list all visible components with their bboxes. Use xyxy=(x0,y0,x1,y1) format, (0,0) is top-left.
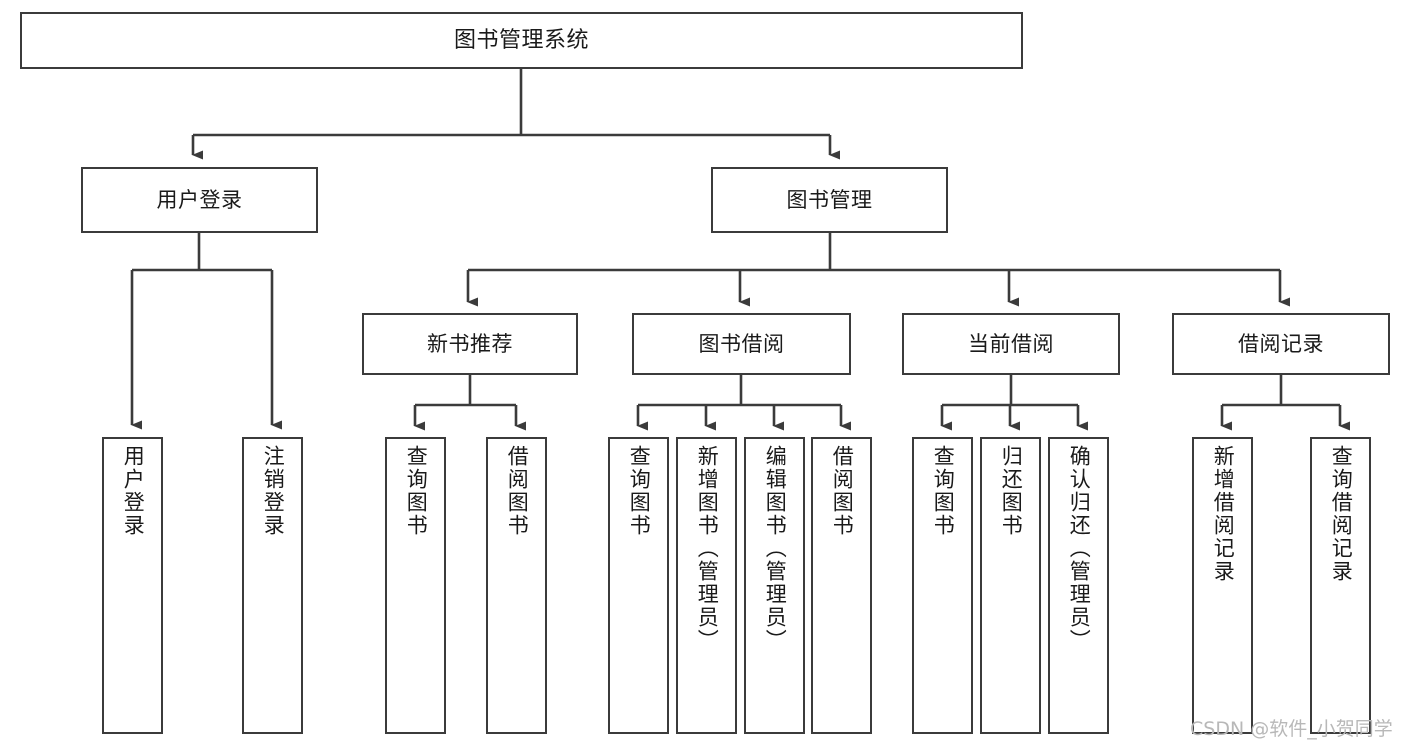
node-label: 查询图书 xyxy=(931,445,956,537)
leaf-book-borrow-edit[interactable]: 编辑图书（管理员） xyxy=(744,437,805,734)
node-label: 借阅图书 xyxy=(505,445,530,537)
leaf-user-login-login[interactable]: 用户登录 xyxy=(102,437,163,734)
node-label: 借阅图书 xyxy=(830,445,855,537)
leaf-borrow-record-add[interactable]: 新增借阅记录 xyxy=(1192,437,1253,734)
node-label: 查询图书 xyxy=(404,445,429,537)
node-label: 新增图书（管理员） xyxy=(695,445,720,652)
node-label: 归还图书 xyxy=(999,445,1024,537)
node-label: 确认归还（管理员） xyxy=(1067,445,1092,652)
node-root-system[interactable]: 图书管理系统 xyxy=(20,12,1023,69)
node-label: 查询图书 xyxy=(627,445,652,537)
leaf-current-borrow-return[interactable]: 归还图书 xyxy=(980,437,1041,734)
leaf-current-borrow-confirm-return[interactable]: 确认归还（管理员） xyxy=(1048,437,1109,734)
node-label: 用户登录 xyxy=(156,187,243,212)
node-label: 图书管理 xyxy=(786,187,873,212)
leaf-borrow-record-query[interactable]: 查询借阅记录 xyxy=(1310,437,1371,734)
node-label: 查询借阅记录 xyxy=(1329,445,1354,583)
node-label: 新书推荐 xyxy=(427,331,513,356)
node-label: 编辑图书（管理员） xyxy=(763,445,788,652)
node-label: 图书管理系统 xyxy=(453,27,589,53)
csdn-watermark: CSDN @软件_小贺同学 xyxy=(1190,718,1393,740)
leaf-current-borrow-query[interactable]: 查询图书 xyxy=(912,437,973,734)
node-user-login[interactable]: 用户登录 xyxy=(81,167,318,233)
node-book-borrow[interactable]: 图书借阅 xyxy=(632,313,851,375)
node-new-book-recommend[interactable]: 新书推荐 xyxy=(362,313,578,375)
leaf-new-books-query[interactable]: 查询图书 xyxy=(385,437,446,734)
node-current-borrow[interactable]: 当前借阅 xyxy=(902,313,1120,375)
node-label: 用户登录 xyxy=(121,445,146,537)
node-borrow-record[interactable]: 借阅记录 xyxy=(1172,313,1390,375)
leaf-book-borrow-query[interactable]: 查询图书 xyxy=(608,437,669,734)
node-label: 借阅记录 xyxy=(1238,331,1324,356)
leaf-book-borrow-borrow[interactable]: 借阅图书 xyxy=(811,437,872,734)
node-label: 图书借阅 xyxy=(698,331,785,356)
leaf-new-books-borrow[interactable]: 借阅图书 xyxy=(486,437,547,734)
node-label: 注销登录 xyxy=(261,445,286,537)
node-label: 新增借阅记录 xyxy=(1211,445,1236,583)
node-label: 当前借阅 xyxy=(968,331,1054,356)
leaf-user-login-logout[interactable]: 注销登录 xyxy=(242,437,303,734)
leaf-book-borrow-add[interactable]: 新增图书（管理员） xyxy=(676,437,737,734)
node-book-management[interactable]: 图书管理 xyxy=(711,167,948,233)
